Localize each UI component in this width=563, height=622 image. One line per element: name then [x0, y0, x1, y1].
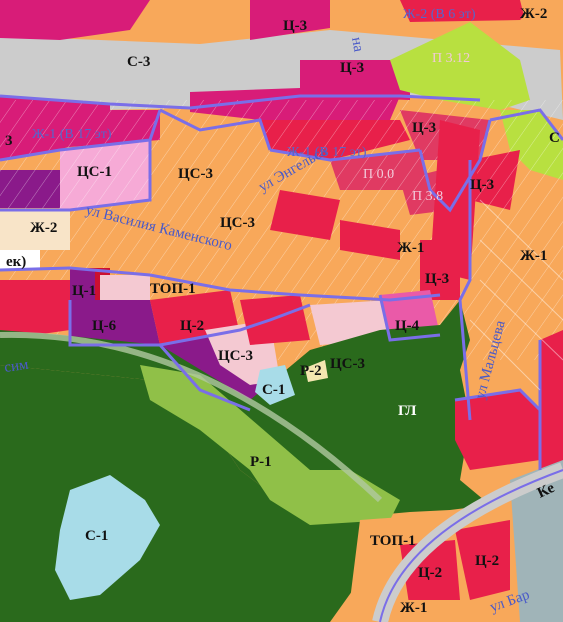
label-ke: Ке [535, 480, 557, 502]
zone-s1-small[interactable] [255, 365, 295, 405]
label-ts3-top-c: Ц-3 [412, 120, 436, 136]
zone-ts1-fragment[interactable] [70, 270, 95, 300]
label-tss3-d: ЦС-3 [330, 356, 365, 372]
label-tss3-a: ЦС-3 [178, 166, 213, 182]
label-ts4: Ц-4 [395, 318, 420, 334]
label-ts3-left-mark: 3 [5, 133, 13, 149]
label-zh2-top: Ж-2 (В 6 эт) [403, 7, 476, 22]
zone-red-center-b[interactable] [340, 220, 400, 260]
zone-ne-blue[interactable] [510, 460, 563, 622]
label-p312: П 3.12 [432, 51, 470, 66]
label-zh1-c: Ж-1 [400, 600, 427, 616]
label-ts6: Ц-6 [92, 318, 117, 334]
zone-red-right-strip[interactable] [455, 390, 540, 470]
zone-red-left-a[interactable] [0, 280, 70, 340]
road-arc-park [0, 331, 383, 503]
label-zh1-b: Ж-1 [520, 248, 547, 264]
zone-ts3-top[interactable] [250, 0, 330, 40]
zone-zh2-top-right[interactable] [520, 0, 563, 40]
zone-ts3-topleft[interactable] [0, 0, 150, 40]
label-ts3-top-a: Ц-3 [283, 18, 307, 34]
road-arc-bottom-edge [379, 469, 563, 622]
zone-boundaries [0, 94, 563, 470]
label-c-fragment: С [549, 130, 560, 146]
label-zh1-a: Ж-1 [397, 240, 424, 256]
label-gl: ГЛ [398, 403, 416, 419]
zone-r1[interactable] [140, 365, 400, 525]
label-s3-top: С-3 [127, 54, 150, 70]
label-ts3-east: Ц-3 [470, 177, 494, 193]
label-tss1: ЦС-1 [77, 164, 112, 180]
zone-zh2-top[interactable] [400, 0, 540, 22]
street-left: сим [3, 357, 30, 376]
zone-r2[interactable] [305, 360, 328, 382]
label-na-fragment: на [348, 36, 366, 54]
zone-p312[interactable] [390, 22, 530, 110]
hatch-right [469, 199, 563, 391]
zone-red-far-right[interactable] [540, 330, 563, 470]
label-ts1-fragment: Ц-1 [72, 283, 96, 299]
zone-red-center-a[interactable] [270, 190, 340, 240]
label-zh1-v17-center: Ж-1 (В 17 эт) [287, 145, 367, 160]
zone-gl-park[interactable] [0, 300, 490, 520]
label-rek: ек) [6, 254, 26, 270]
label-ts2-a: Ц-2 [180, 318, 204, 334]
label-s1-big: С-1 [85, 528, 108, 544]
label-r1: Р-1 [250, 454, 272, 470]
zone-rek[interactable] [0, 250, 40, 270]
zone-zh2-left[interactable] [0, 210, 70, 250]
zone-s1-big[interactable] [55, 475, 160, 600]
label-tss3-c: ЦС-3 [218, 348, 253, 364]
label-zh1-v17-left: Ж-1 (В 17 эт) [32, 127, 112, 142]
zone-ts2-c[interactable] [455, 520, 510, 600]
label-zh2-top-right: Ж-2 [520, 6, 547, 22]
label-ts2-c: Ц-2 [475, 553, 499, 569]
zone-red-center-c[interactable] [240, 295, 310, 345]
label-tss3-b: ЦС-3 [220, 215, 255, 231]
label-p38: П 3.8 [412, 189, 443, 204]
label-zh2-left: Ж-2 [30, 220, 57, 236]
zone-ts6[interactable] [70, 300, 160, 345]
label-ts3-mid: Ц-3 [425, 271, 449, 287]
label-r2: Р-2 [300, 363, 322, 379]
label-ts3-top-b: Ц-3 [340, 60, 364, 76]
zone-ts3-top2[interactable] [300, 60, 410, 100]
label-p00: П 0.0 [363, 167, 394, 182]
label-top1-b: ТОП-1 [370, 533, 416, 549]
label-ts2-b: Ц-2 [418, 565, 442, 581]
label-top1-a: ТОП-1 [150, 281, 196, 297]
zone-light-pink-left[interactable] [100, 275, 150, 305]
label-s1-small: С-1 [262, 382, 285, 398]
